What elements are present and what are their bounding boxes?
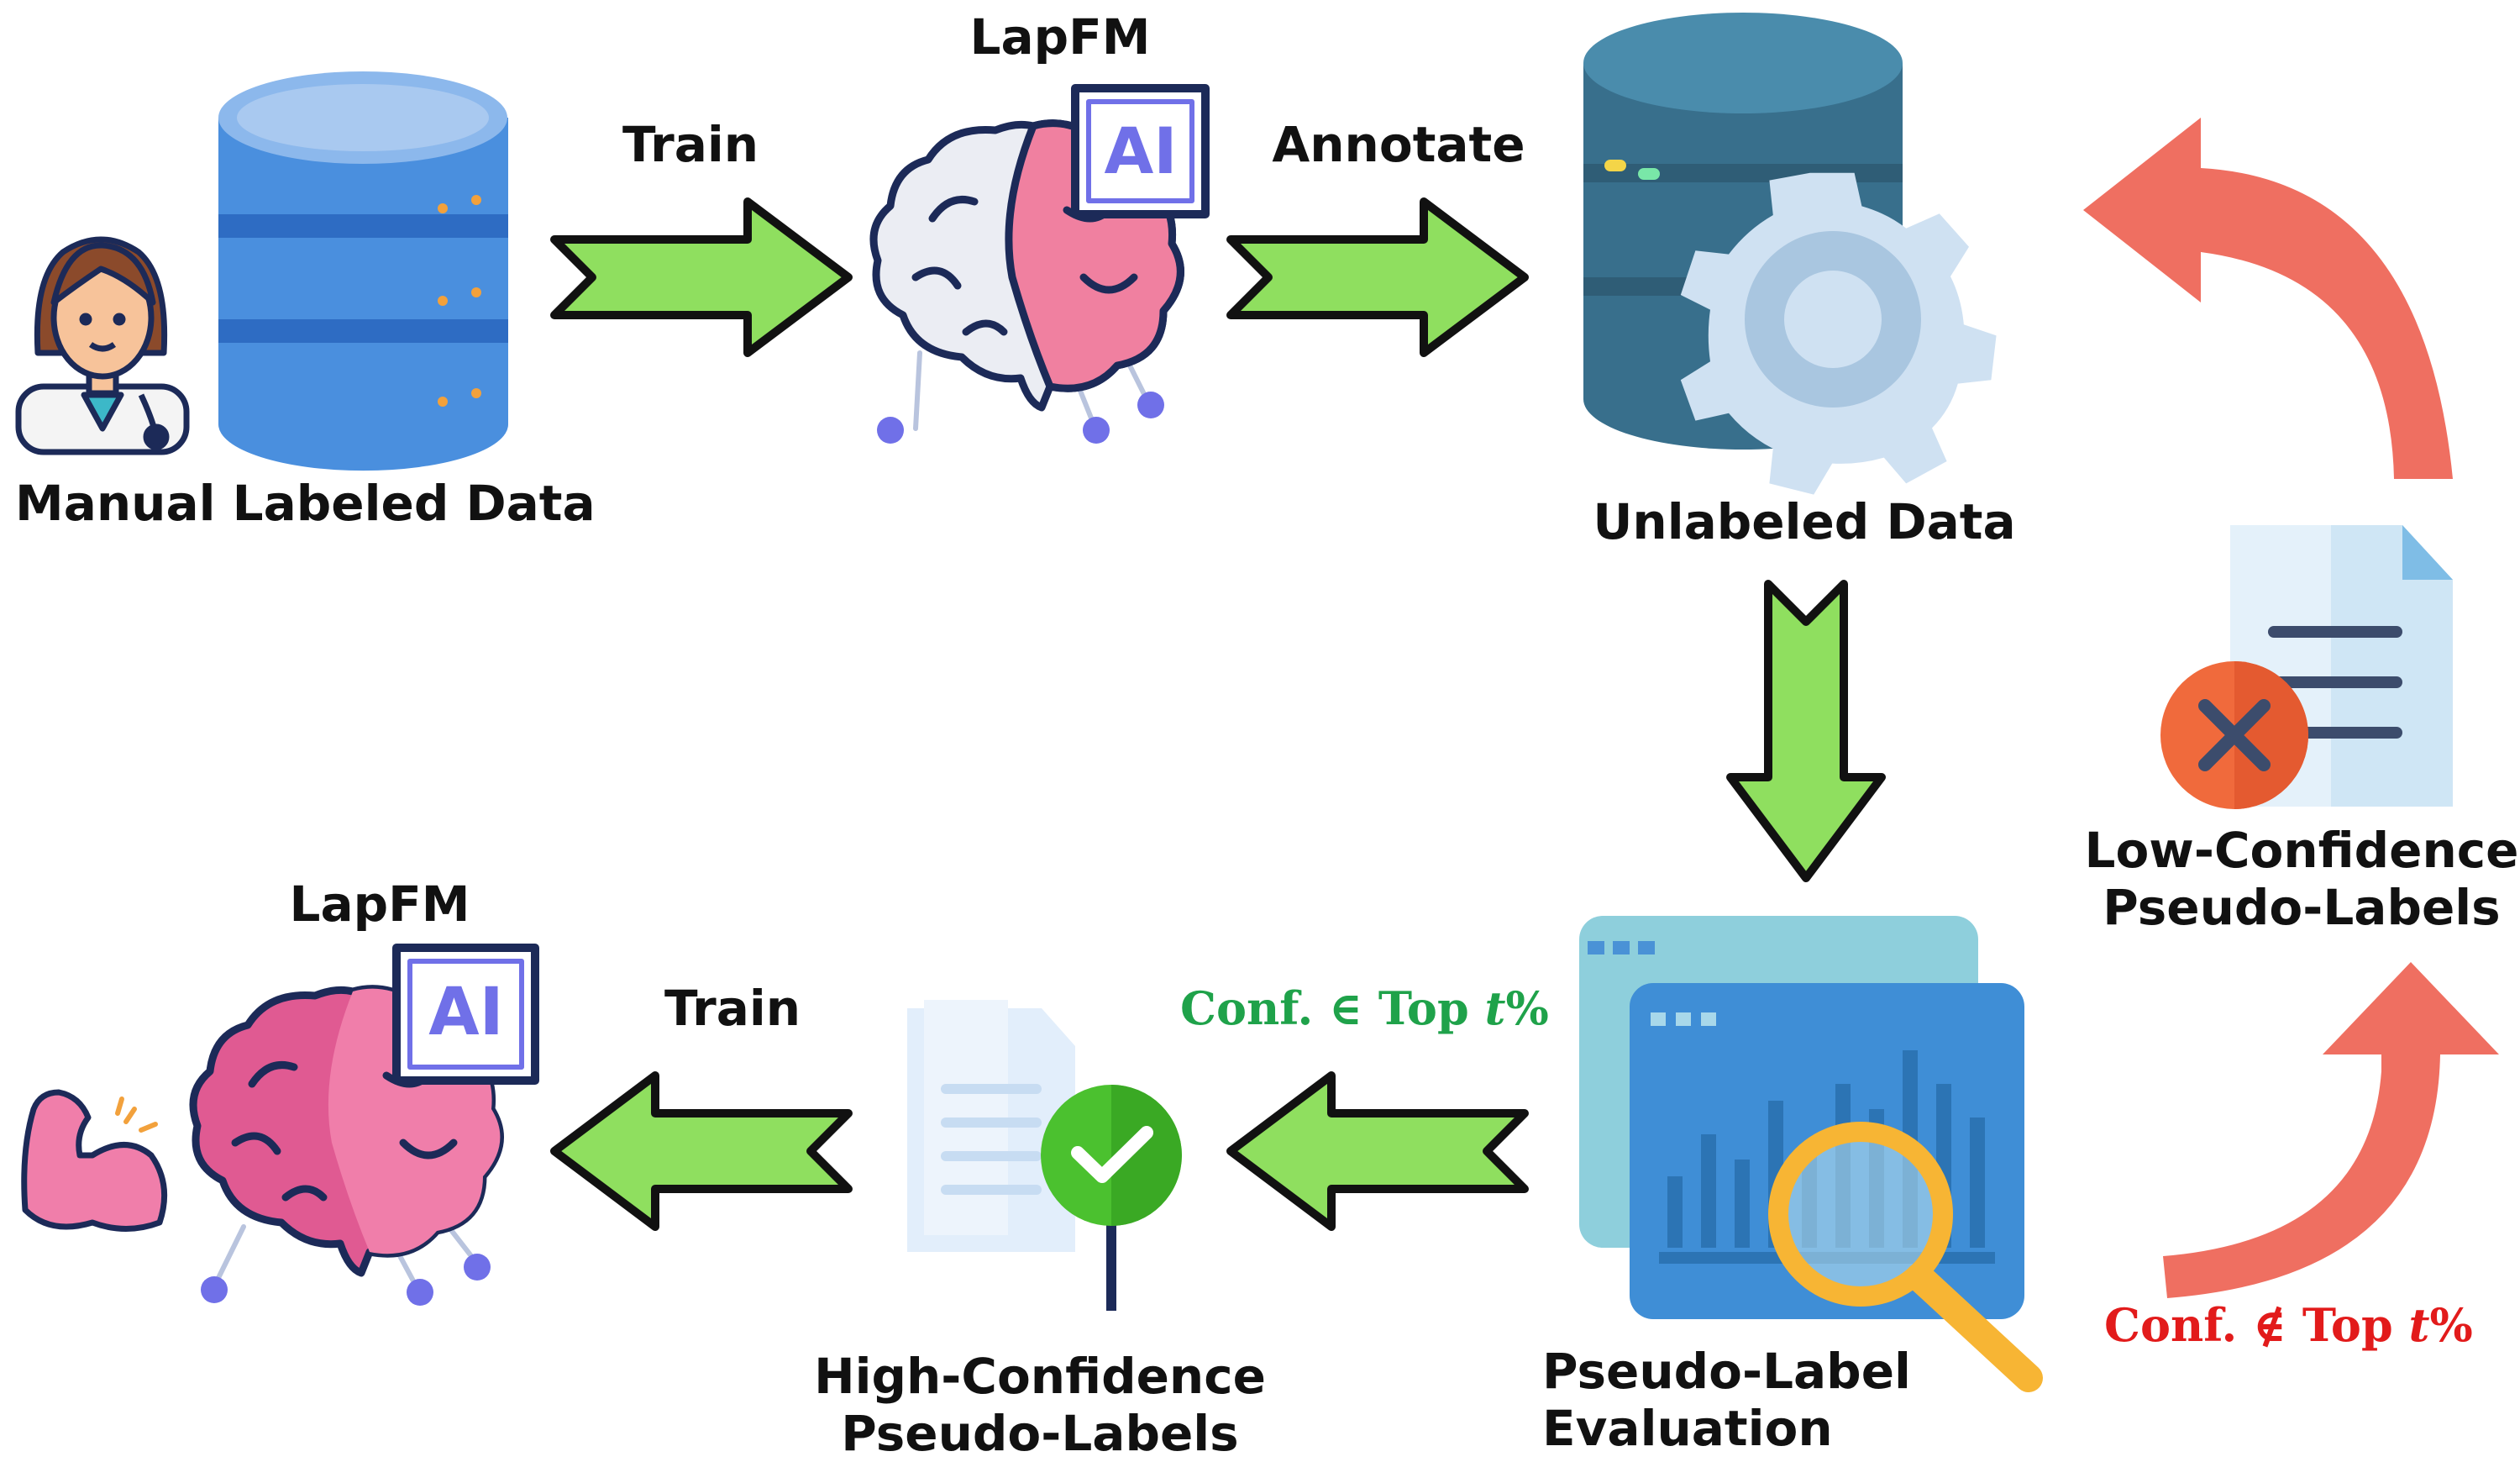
manual-labeled-data-label: Manual Labeled Data: [15, 475, 596, 532]
high-confidence-line1: High-Confidence: [814, 1348, 1266, 1405]
condition-out-suffix: %: [2429, 1298, 2473, 1352]
ai-badge-bottom: AI: [428, 975, 504, 1050]
condition-in-suffix: %: [1505, 981, 1549, 1035]
low-confidence-label: Low-Confidence Pseudo-Labels: [2084, 822, 2518, 937]
arrow-train-bottom: [550, 1071, 853, 1231]
database-gear-icon: [1583, 13, 1997, 495]
pseudo-eval-line2: Evaluation: [1542, 1400, 1833, 1458]
lapfm-label-top: LapFM: [969, 8, 1151, 66]
doctor-icon: [15, 236, 190, 455]
train-label-top: Train: [622, 116, 759, 173]
pseudo-label-evaluation-label: Pseudo-Label Evaluation: [1542, 1343, 1911, 1458]
low-confidence-line1: Low-Confidence: [2084, 822, 2519, 879]
condition-in-var: t: [1484, 981, 1506, 1035]
annotate-label: Annotate: [1272, 116, 1525, 173]
arrow-to-high-conf: [1226, 1071, 1529, 1231]
rejected-document-icon: [2160, 525, 2453, 809]
arrow-low-conf-up: [2163, 962, 2499, 1298]
brain-ai-icon-trained: [189, 944, 539, 1306]
ai-badge-top: AI: [1104, 113, 1178, 188]
condition-out-prefix: Conf. ∉ Top: [2104, 1298, 2409, 1352]
approved-document-icon: [907, 1000, 1182, 1311]
arrow-down: [1726, 580, 1886, 882]
condition-out-var: t: [2408, 1298, 2430, 1352]
lapfm-label-bottom: LapFM: [289, 876, 470, 933]
arrow-feedback-top: [2083, 118, 2453, 479]
evaluation-dashboard-icon: [1579, 916, 2043, 1392]
database-icon: [218, 71, 508, 471]
low-confidence-line2: Pseudo-Labels: [2103, 879, 2501, 937]
unlabeled-data-label: Unlabeled Data: [1593, 493, 2016, 550]
train-label-bottom: Train: [664, 980, 801, 1037]
condition-in-prefix: Conf. ∈ Top: [1180, 981, 1485, 1035]
arrow-annotate: [1226, 197, 1529, 357]
brain-ai-icon: [869, 84, 1210, 444]
pseudo-eval-line1: Pseudo-Label: [1542, 1343, 1911, 1400]
flexed-arm-icon: [21, 1089, 168, 1232]
condition-in-top-label: Conf. ∈ Top t%: [1180, 981, 1549, 1035]
high-confidence-label: High-Confidence Pseudo-Labels: [814, 1348, 1266, 1463]
arrow-train-top: [550, 197, 853, 357]
high-confidence-line2: Pseudo-Labels: [841, 1405, 1239, 1463]
condition-not-in-top-label: Conf. ∉ Top t%: [2104, 1298, 2473, 1352]
